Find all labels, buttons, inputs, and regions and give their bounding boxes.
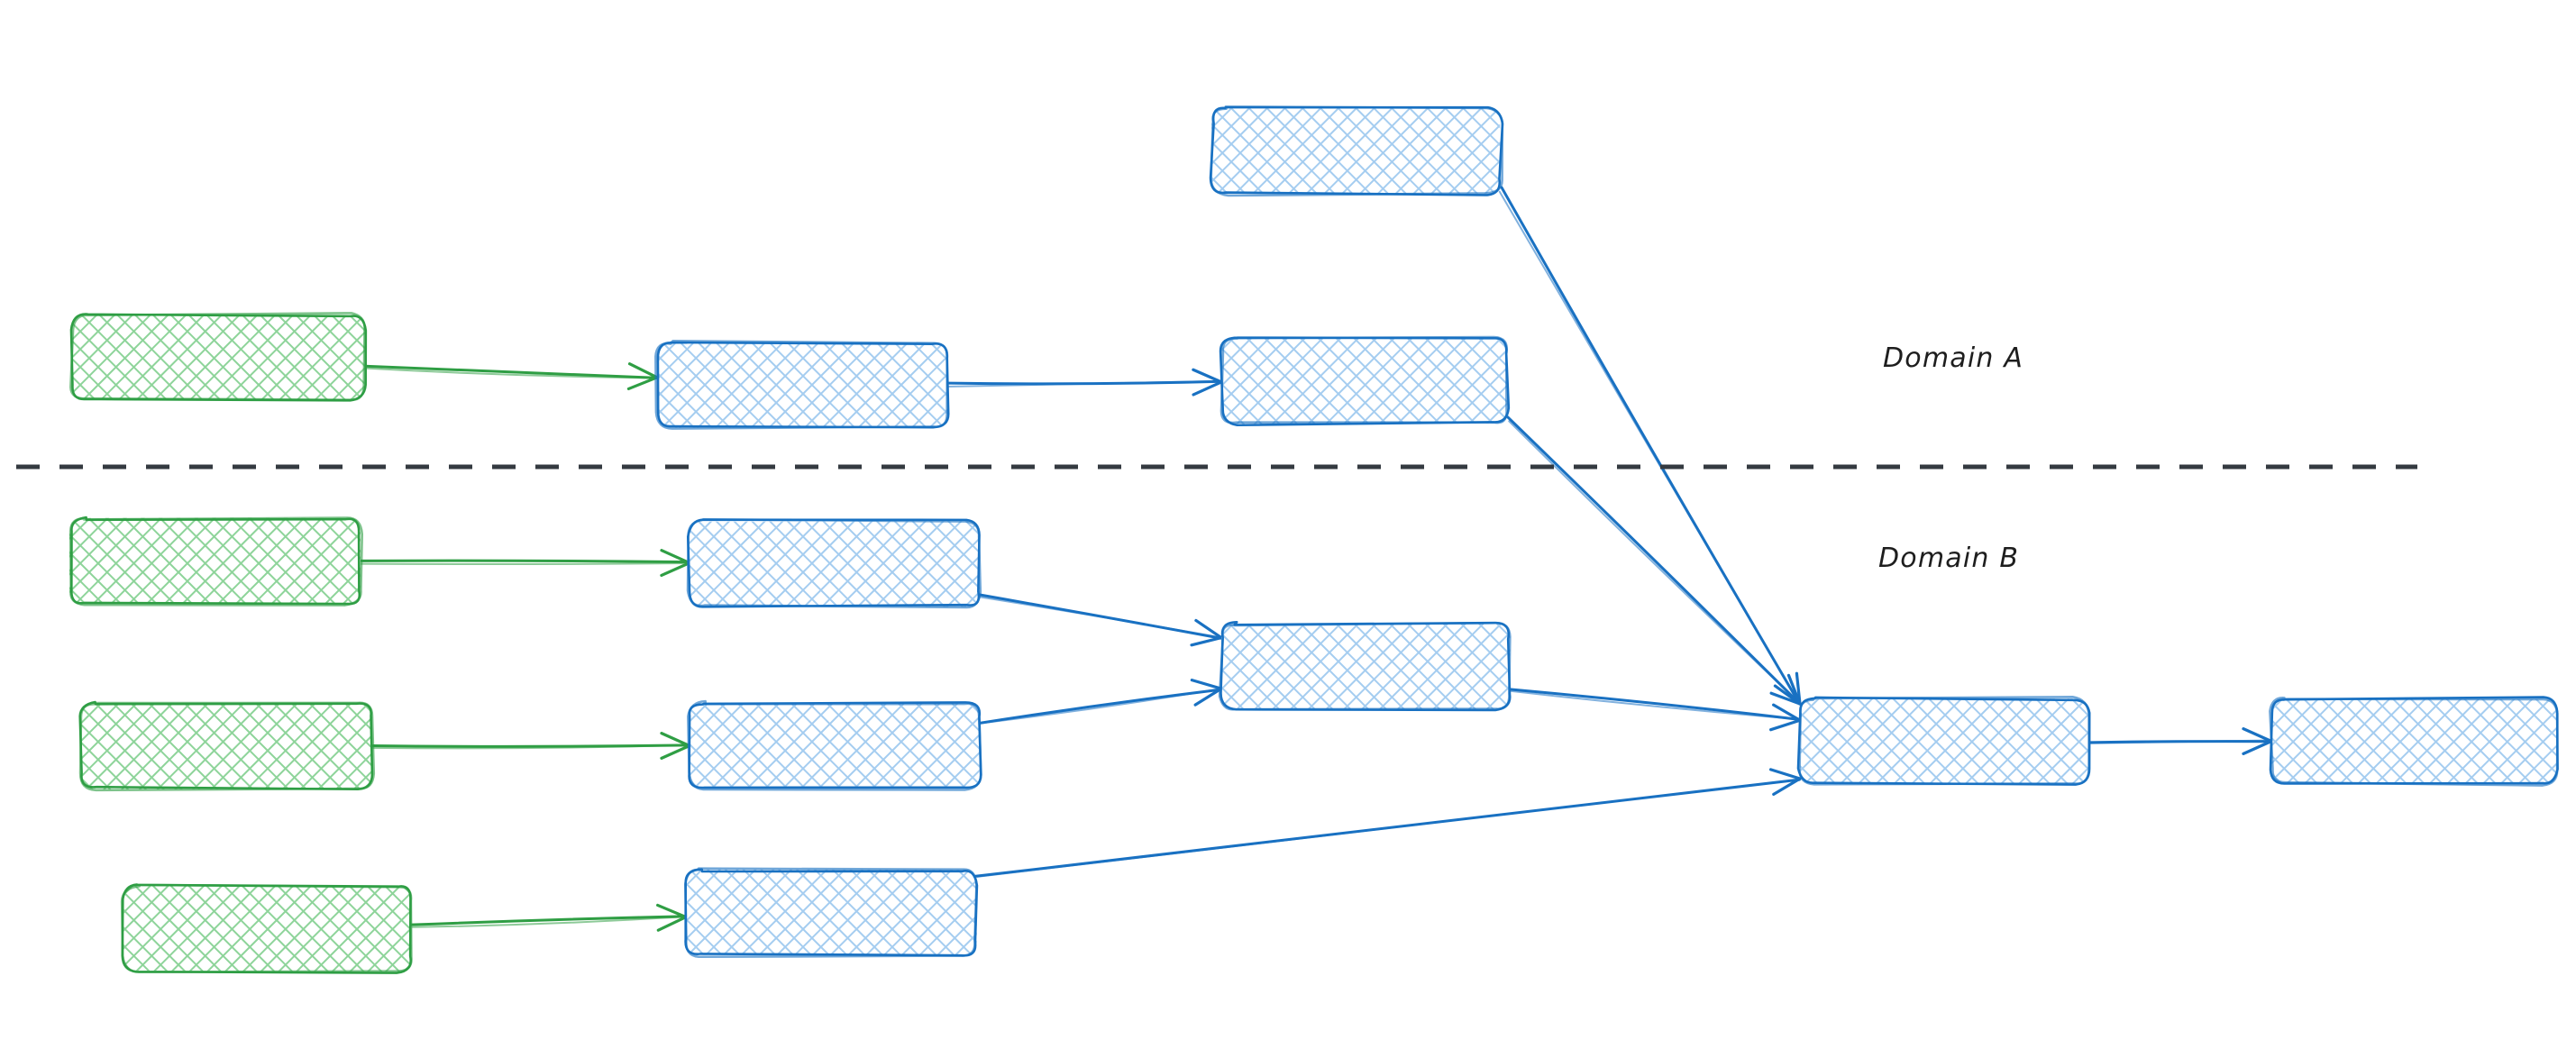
edge-shaft <box>976 778 1802 878</box>
node-a-mid-1[interactable] <box>654 340 950 430</box>
edge-shaft <box>979 688 1223 725</box>
edge-shaft <box>1498 190 1801 706</box>
node-b-sink-1[interactable] <box>1796 696 2091 786</box>
node-hit-a-src-1[interactable] <box>72 315 365 400</box>
node-b-src-2[interactable] <box>78 700 376 792</box>
edge-shaft <box>410 915 689 926</box>
edge-shaft <box>362 367 658 379</box>
edge-shaft <box>2086 739 2272 744</box>
edge-arrowhead <box>1769 673 1802 706</box>
node-a-top-1[interactable] <box>1209 105 1504 197</box>
node-outline <box>69 516 364 607</box>
node-fill <box>1211 107 1501 194</box>
node-fill <box>80 703 373 790</box>
node-outline <box>684 867 978 959</box>
node-fill <box>71 315 366 401</box>
edge-shaft <box>979 596 1222 639</box>
edge-e10[interactable] <box>1508 688 1802 732</box>
edge-e2[interactable] <box>945 368 1224 397</box>
node-outline <box>78 701 376 792</box>
node-fill <box>1220 623 1511 710</box>
edge-e3[interactable] <box>1498 186 1802 706</box>
node-outline <box>1210 105 1504 197</box>
edge-arrowhead <box>1190 618 1223 647</box>
node-b-src-1[interactable] <box>69 515 364 607</box>
node-outline <box>1219 335 1508 424</box>
node-b-mid-1[interactable] <box>686 517 982 609</box>
edge-shaft <box>1508 688 1801 721</box>
node-fill <box>1220 338 1509 424</box>
edge-arrowhead <box>1768 768 1802 796</box>
edge-e1[interactable] <box>362 362 660 391</box>
node-b-mid-3[interactable] <box>684 867 979 959</box>
node-hit-b-mid-2[interactable] <box>690 703 980 789</box>
node-fill <box>656 342 948 428</box>
node-outline <box>2269 697 2559 787</box>
node-a-src-1[interactable] <box>69 312 368 402</box>
node-b-src-3[interactable] <box>120 883 413 974</box>
node-hit-b-sink-1[interactable] <box>1800 698 2088 784</box>
edge-e7[interactable] <box>410 903 689 932</box>
node-fill <box>123 885 412 972</box>
node-outline <box>69 312 366 401</box>
node-outline <box>120 883 413 973</box>
node-hit-b-sink-2[interactable] <box>2271 698 2556 784</box>
node-fill <box>2270 698 2557 785</box>
node-hit-b-mid-3[interactable] <box>686 870 976 955</box>
edge-shaft <box>370 743 691 750</box>
node-a-out-1[interactable] <box>1219 335 1511 427</box>
node-b-sink-2[interactable] <box>2269 696 2559 787</box>
node-outline <box>687 699 982 791</box>
node-outline <box>654 340 949 430</box>
node-b-agg-1[interactable] <box>1218 621 1512 712</box>
edge-shaft <box>945 379 1222 388</box>
node-hit-b-mid-1[interactable] <box>690 521 980 607</box>
edge-shaft <box>1509 689 1801 721</box>
edge-shaft <box>360 562 691 566</box>
edge-e8[interactable] <box>977 593 1223 647</box>
node-fill <box>689 702 981 789</box>
node-outline <box>1218 621 1512 711</box>
edge-shaft <box>363 364 660 379</box>
edge-e11[interactable] <box>974 768 1802 878</box>
edge-e12[interactable] <box>2086 727 2273 755</box>
edge-e9[interactable] <box>979 679 1223 725</box>
node-fill <box>69 517 361 606</box>
edges-layer <box>359 186 2273 932</box>
node-outline <box>686 517 982 609</box>
node-fill <box>684 869 977 956</box>
node-outline <box>1798 696 2090 786</box>
node-hit-b-src-2[interactable] <box>81 703 372 789</box>
node-fill <box>689 520 981 607</box>
node-hit-a-mid-1[interactable] <box>657 342 948 428</box>
node-hit-b-agg-1[interactable] <box>1221 624 1510 709</box>
node-hit-a-out-1[interactable] <box>1221 338 1508 424</box>
node-hit-b-src-1[interactable] <box>70 518 361 604</box>
edge-e4[interactable] <box>1506 415 1802 706</box>
label-domain-b: Domain B <box>1878 543 2020 574</box>
label-domain-a: Domain A <box>1883 342 2024 374</box>
edge-shaft <box>1508 420 1801 705</box>
node-fill <box>1800 698 2089 785</box>
node-hit-b-src-3[interactable] <box>123 886 412 971</box>
nodes-layer <box>69 105 2559 974</box>
edge-shaft <box>411 916 688 928</box>
node-hit-a-top-1[interactable] <box>1212 108 1501 194</box>
edge-e6[interactable] <box>370 732 692 760</box>
edge-e5[interactable] <box>359 549 691 578</box>
node-b-mid-2[interactable] <box>687 699 982 791</box>
